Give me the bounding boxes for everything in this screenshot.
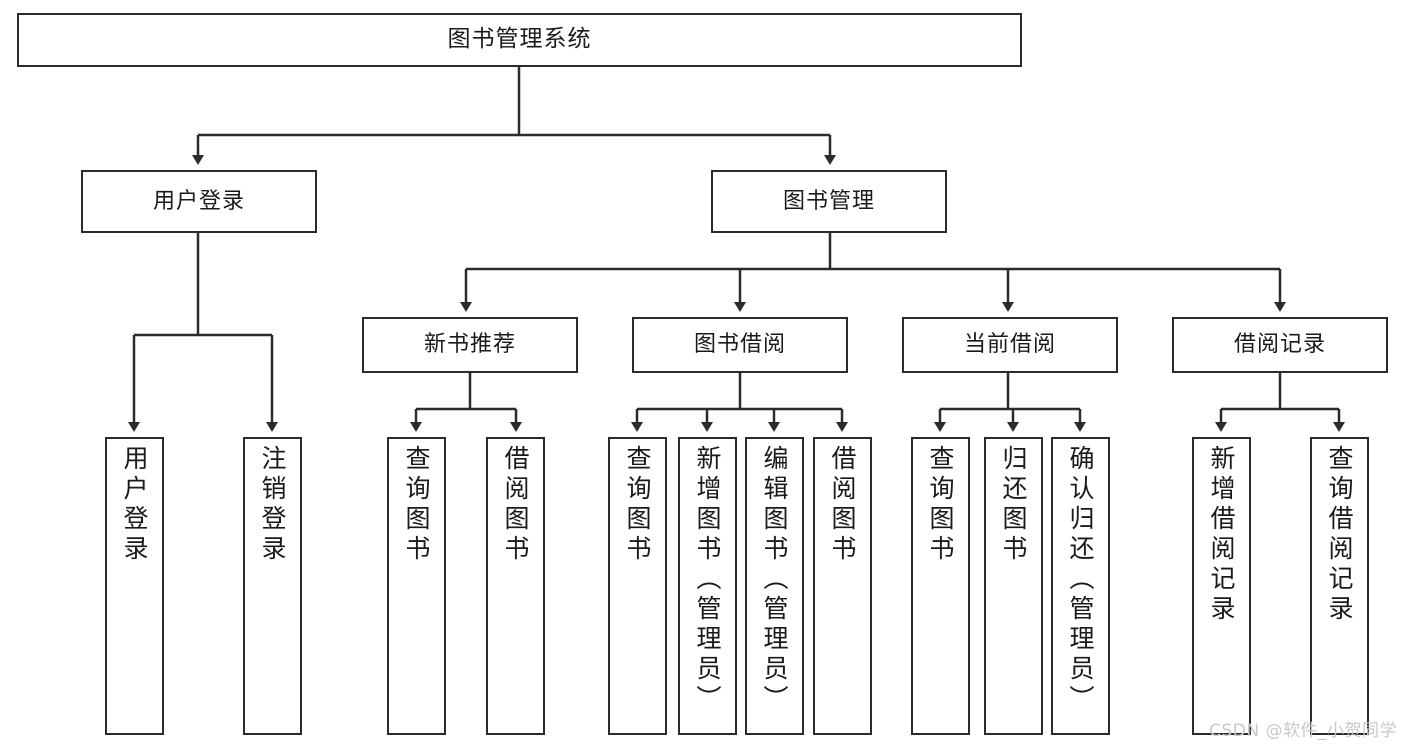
node-leaf-user-logout-label: 注销登录	[258, 445, 287, 565]
node-borrow-record-label: 借阅记录	[1233, 332, 1326, 358]
node-leaf-return-book[interactable]: 归还图书	[984, 437, 1043, 735]
node-leaf-user-login-label: 用户登录	[120, 445, 149, 565]
node-leaf-add-record[interactable]: 新增借阅记录	[1192, 437, 1251, 735]
node-leaf-borrow-book-1-label: 借阅图书	[501, 445, 530, 565]
node-current-borrow[interactable]: 当前借阅	[902, 317, 1118, 373]
node-leaf-query-book-2-label: 查询图书	[623, 445, 652, 565]
node-leaf-query-record-label: 查询借阅记录	[1325, 445, 1354, 625]
node-leaf-confirm-return-label: 确认归还（管理员）	[1066, 445, 1095, 715]
node-leaf-user-login[interactable]: 用户登录	[105, 437, 164, 735]
node-user-login-label: 用户登录	[152, 188, 245, 214]
node-leaf-query-book-2[interactable]: 查询图书	[608, 437, 667, 735]
node-book-borrow[interactable]: 图书借阅	[632, 317, 848, 373]
node-leaf-add-record-label: 新增借阅记录	[1207, 445, 1236, 625]
node-leaf-borrow-book-2[interactable]: 借阅图书	[813, 437, 872, 735]
watermark-text: CSDN @软件_小贺同学	[1209, 721, 1397, 741]
node-leaf-user-logout[interactable]: 注销登录	[243, 437, 302, 735]
node-leaf-add-book[interactable]: 新增图书（管理员）	[678, 437, 737, 735]
node-borrow-record[interactable]: 借阅记录	[1172, 317, 1388, 373]
node-book-borrow-label: 图书借阅	[693, 332, 786, 358]
node-leaf-borrow-book-2-label: 借阅图书	[828, 445, 857, 565]
node-root-label: 图书管理系统	[447, 26, 592, 53]
node-book-manage-label: 图书管理	[782, 188, 875, 214]
node-book-manage[interactable]: 图书管理	[711, 170, 947, 233]
node-leaf-query-book-3-label: 查询图书	[926, 445, 955, 565]
node-leaf-borrow-book-1[interactable]: 借阅图书	[486, 437, 545, 735]
node-leaf-edit-book[interactable]: 编辑图书（管理员）	[745, 437, 804, 735]
node-root[interactable]: 图书管理系统	[17, 13, 1022, 67]
node-leaf-query-book-3[interactable]: 查询图书	[911, 437, 970, 735]
node-current-borrow-label: 当前借阅	[963, 332, 1056, 358]
node-leaf-query-book-1[interactable]: 查询图书	[387, 437, 446, 735]
node-new-book-recommend-label: 新书推荐	[423, 332, 516, 358]
node-user-login[interactable]: 用户登录	[81, 170, 317, 233]
node-leaf-confirm-return[interactable]: 确认归还（管理员）	[1051, 437, 1110, 735]
node-leaf-return-book-label: 归还图书	[999, 445, 1028, 565]
node-leaf-query-record[interactable]: 查询借阅记录	[1310, 437, 1369, 735]
node-leaf-query-book-1-label: 查询图书	[402, 445, 431, 565]
node-new-book-recommend[interactable]: 新书推荐	[362, 317, 578, 373]
node-leaf-add-book-label: 新增图书（管理员）	[693, 445, 722, 715]
node-leaf-edit-book-label: 编辑图书（管理员）	[760, 445, 789, 715]
